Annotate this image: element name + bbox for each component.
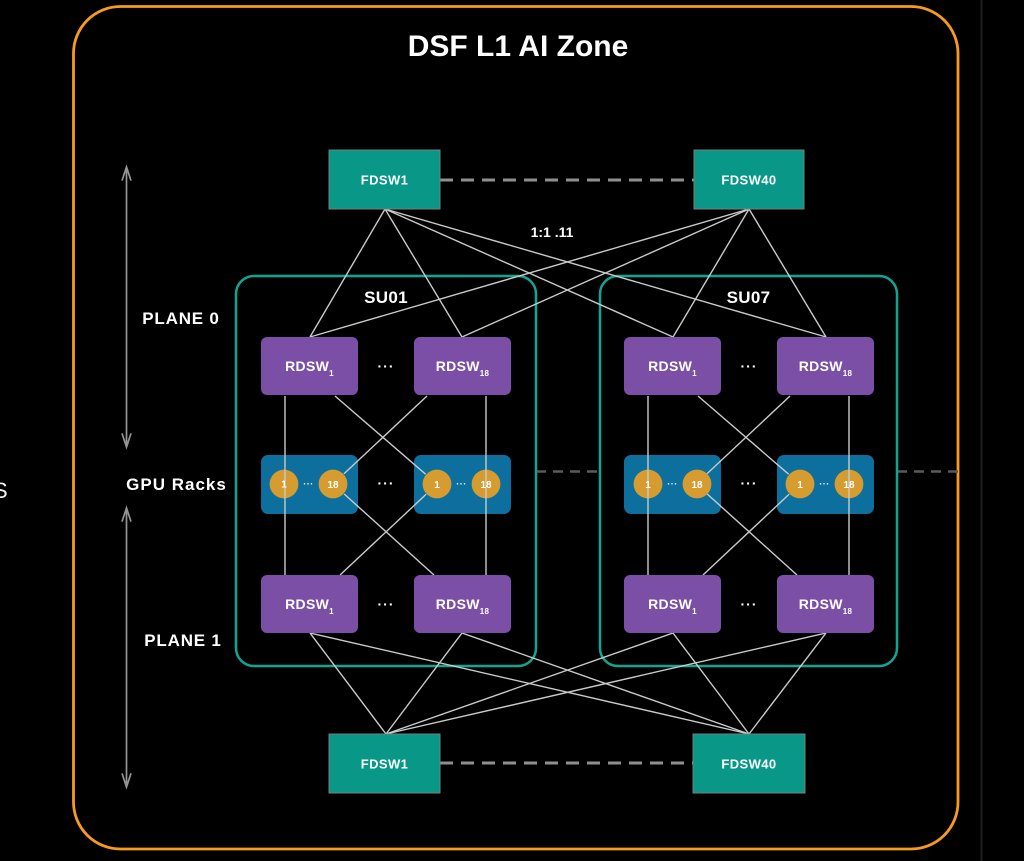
svg-text:1: 1 <box>797 480 803 491</box>
svg-text:FDSW40: FDSW40 <box>721 173 776 188</box>
svg-text:···: ··· <box>741 596 758 612</box>
svg-text:···: ··· <box>741 475 758 491</box>
svg-text:RDSW18: RDSW18 <box>799 596 853 616</box>
svg-text:···: ··· <box>303 479 314 489</box>
svg-text:18: 18 <box>691 480 703 491</box>
svg-text:1:1 .11: 1:1 .11 <box>531 224 574 240</box>
svg-text:1: 1 <box>645 480 651 491</box>
svg-text:FDSW40: FDSW40 <box>721 757 776 772</box>
svg-text:S: S <box>0 478 8 503</box>
svg-text:DSF L1 AI Zone: DSF L1 AI Zone <box>408 30 629 63</box>
svg-text:RDSW1: RDSW1 <box>285 358 334 378</box>
svg-text:RDSW1: RDSW1 <box>285 596 334 616</box>
svg-text:···: ··· <box>378 596 395 612</box>
svg-text:···: ··· <box>667 479 678 489</box>
svg-text:18: 18 <box>327 480 339 491</box>
svg-text:RDSW1: RDSW1 <box>648 596 697 616</box>
svg-text:1: 1 <box>434 480 440 491</box>
svg-text:RDSW18: RDSW18 <box>799 358 853 378</box>
svg-text:18: 18 <box>843 480 855 491</box>
svg-text:PLANE 0: PLANE 0 <box>142 309 219 328</box>
svg-text:···: ··· <box>456 479 467 489</box>
svg-text:PLANE 1: PLANE 1 <box>144 631 221 650</box>
svg-text:FDSW1: FDSW1 <box>361 173 409 188</box>
svg-text:···: ··· <box>378 475 395 491</box>
svg-text:FDSW1: FDSW1 <box>361 757 409 772</box>
svg-text:SU07: SU07 <box>727 288 771 307</box>
svg-text:SU01: SU01 <box>364 288 408 307</box>
svg-text:RDSW18: RDSW18 <box>436 358 490 378</box>
svg-text:···: ··· <box>741 358 758 374</box>
svg-text:RDSW18: RDSW18 <box>436 596 490 616</box>
svg-text:···: ··· <box>378 358 395 374</box>
svg-text:1: 1 <box>281 480 287 491</box>
svg-text:18: 18 <box>480 480 492 491</box>
svg-text:···: ··· <box>819 479 830 489</box>
svg-text:GPU Racks: GPU Racks <box>126 475 227 494</box>
svg-text:RDSW1: RDSW1 <box>648 358 697 378</box>
